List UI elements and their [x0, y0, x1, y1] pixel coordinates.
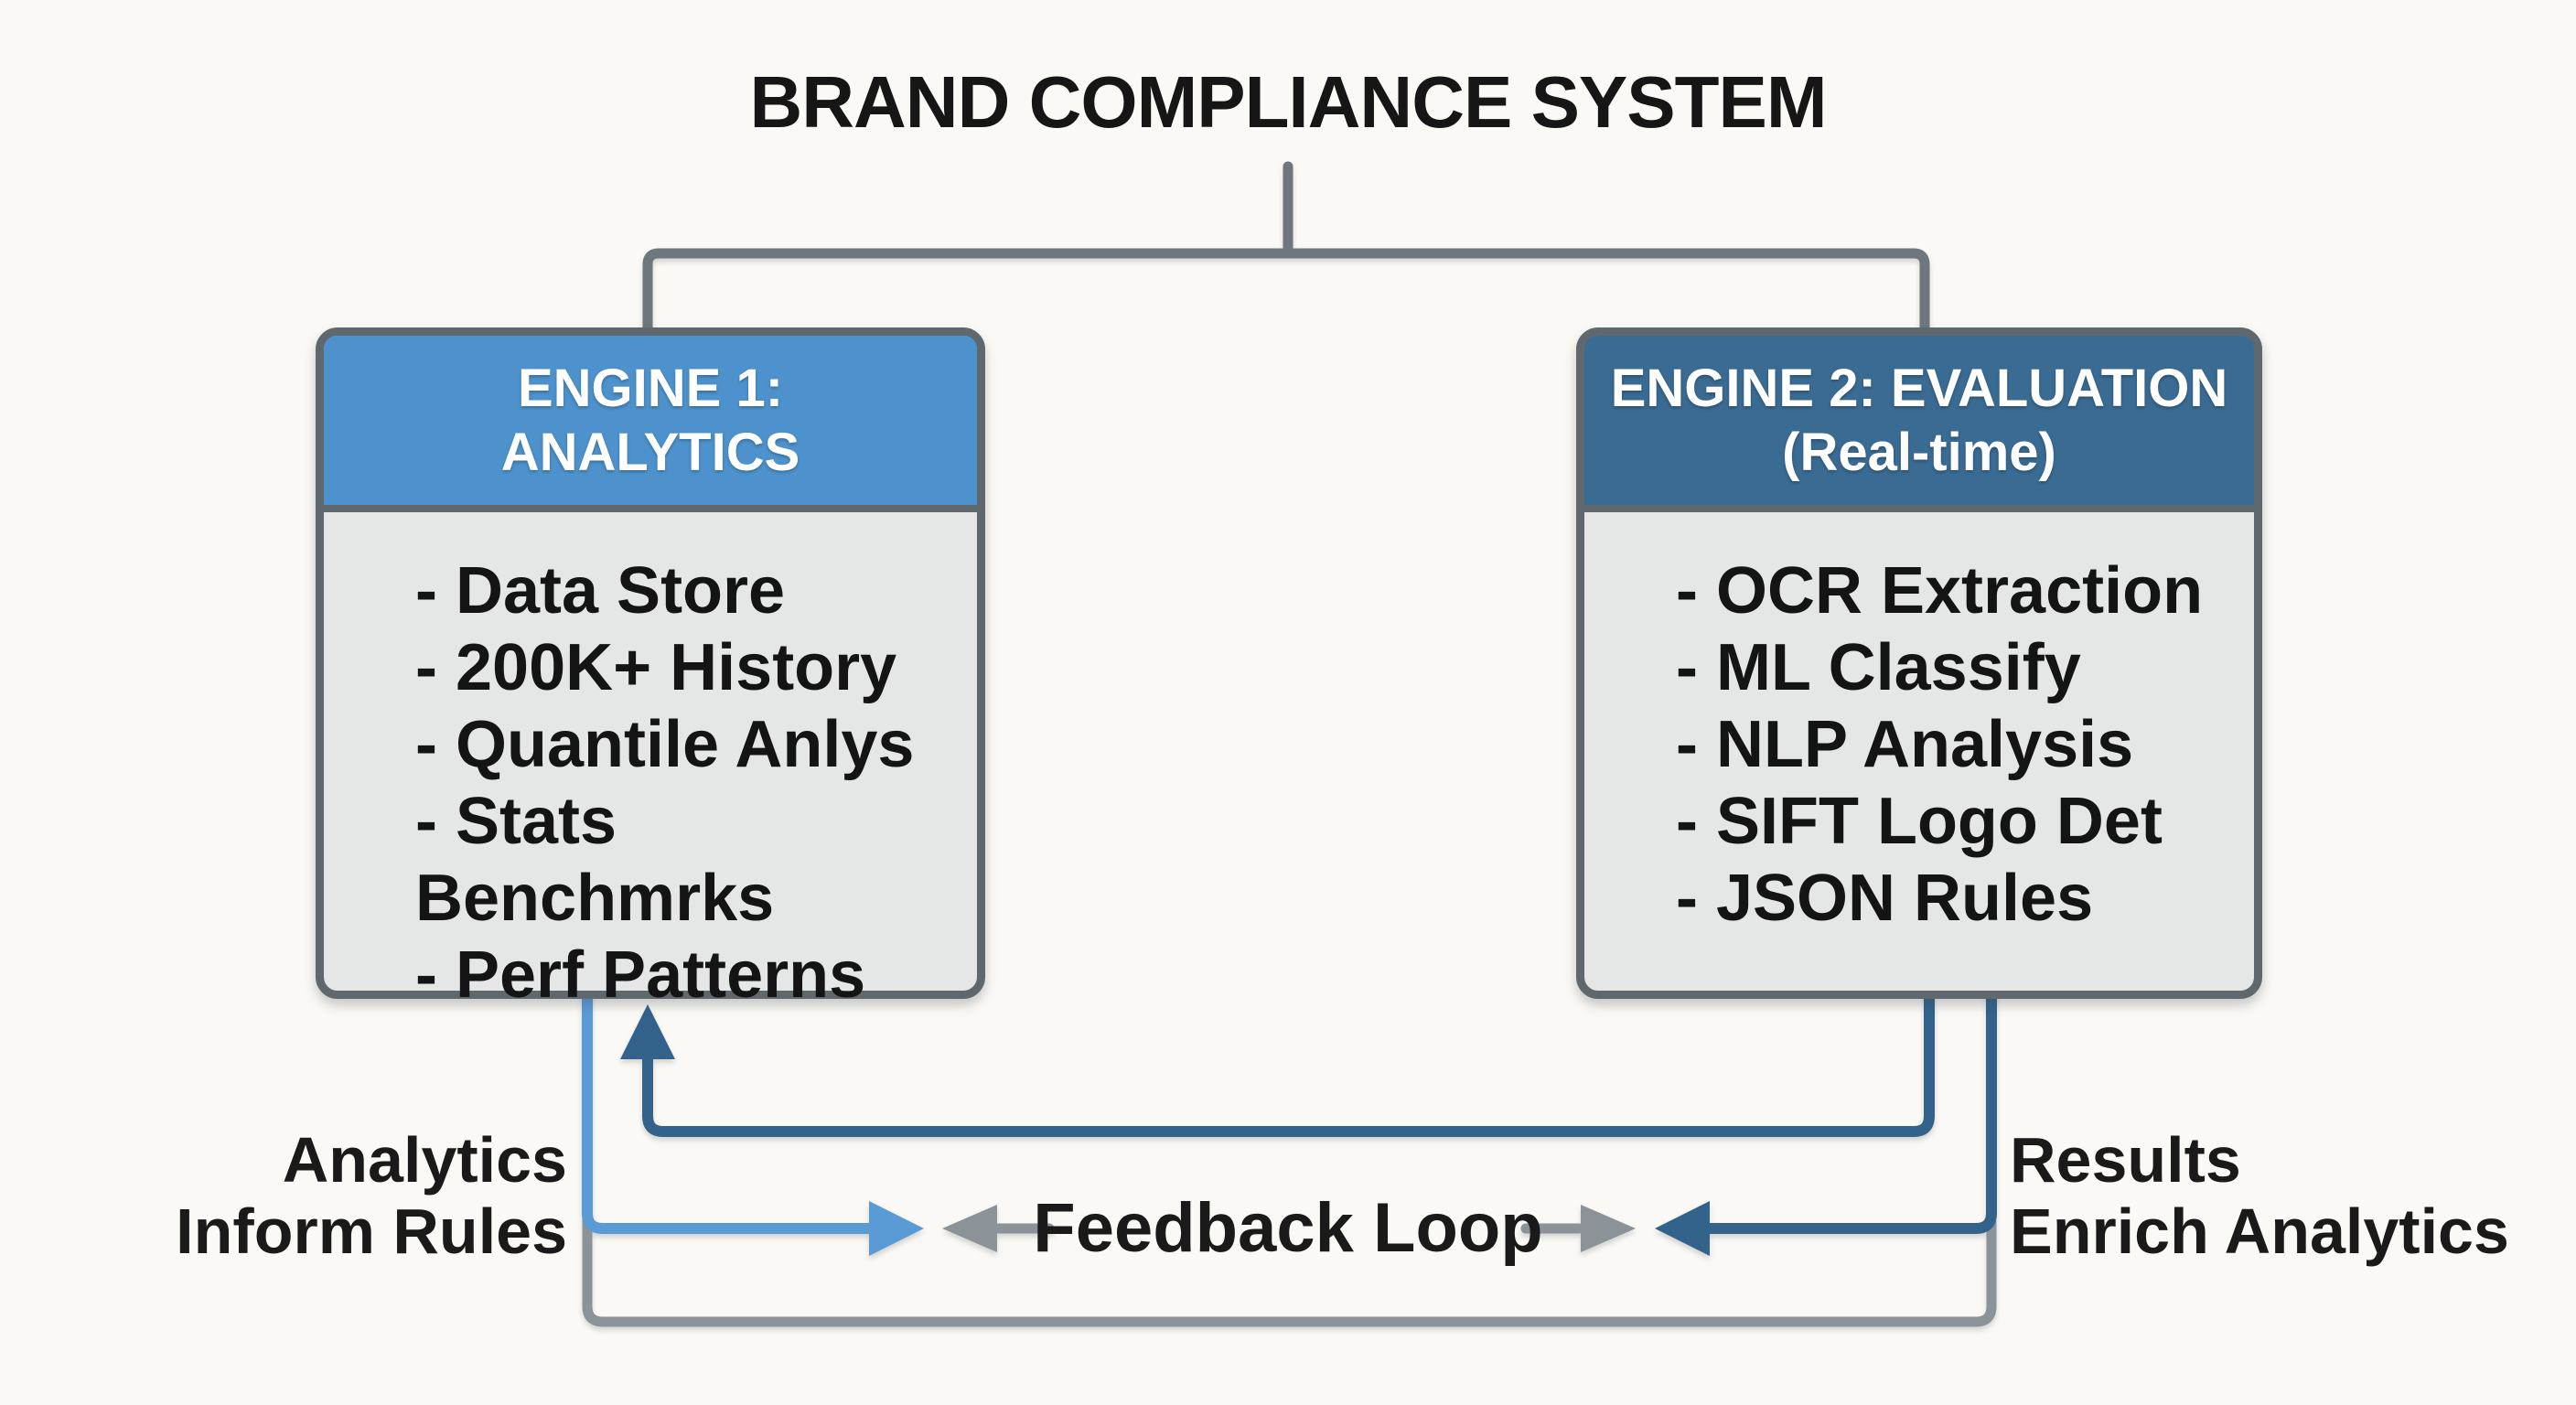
list-item: - ML Classify [1676, 631, 2081, 704]
feedback-loop-label: Feedback Loop [1033, 1189, 1543, 1267]
engine1-item-list: - Data Store - 200K+ History - Quantile … [324, 512, 977, 1014]
results-enrich-analytics-line [642, 990, 1935, 1137]
arrowhead-up-icon [620, 1004, 675, 1059]
right-loop-label-line1: Results [2010, 1124, 2241, 1196]
engine2-header: ENGINE 2: EVALUATION (Real-time) [1584, 336, 2254, 512]
left-loop-label-line2: Inform Rules [176, 1196, 567, 1267]
left-loop-label-line1: Analytics [282, 1124, 567, 1196]
list-item: - NLP Analysis [1676, 708, 2134, 781]
list-item: - OCR Extraction [1676, 554, 2204, 627]
engine2-header-line2: (Real-time) [1782, 422, 2056, 482]
left-loop-label: Analytics Inform Rules [176, 1124, 567, 1267]
engine1-header: ENGINE 1: ANALYTICS [324, 336, 977, 512]
engine2-box: ENGINE 2: EVALUATION (Real-time) - OCR E… [1576, 327, 2262, 999]
engine1-header-line1: ENGINE 1: [517, 358, 784, 418]
page-title: BRAND COMPLIANCE SYSTEM [749, 61, 1827, 143]
evaluation-feedback-line [1704, 990, 1997, 1234]
engine2-item-list: - OCR Extraction - ML Classify - NLP Ana… [1584, 512, 2254, 937]
tree-connector-branch [642, 248, 1930, 338]
feedback-left-arrow-icon [942, 1205, 1055, 1252]
outer-loop-line [582, 990, 1997, 1327]
right-loop-label-line2: Enrich Analytics [2010, 1196, 2509, 1267]
list-item: - JSON Rules [1676, 862, 2094, 935]
list-item: - SIFT Logo Det [1676, 785, 2163, 858]
engine2-header-line1: ENGINE 2: EVALUATION [1610, 358, 2228, 418]
engine1-box: ENGINE 1: ANALYTICS - Data Store - 200K+… [316, 327, 985, 1012]
list-item: - Perf Patterns [415, 938, 866, 1012]
list-item: - Data Store [415, 554, 786, 627]
arrowhead-right-icon [869, 1201, 924, 1256]
list-item: - Quantile Anlys [415, 708, 915, 781]
engine1-header-line2: ANALYTICS [500, 422, 800, 482]
evaluation-feedback-arrow [1655, 990, 1997, 1256]
feedback-right-arrow-icon [1520, 1205, 1636, 1252]
results-enrich-analytics-arrow [620, 990, 1935, 1137]
tree-connector [642, 161, 1930, 338]
list-item: - Stats Benchmrks [415, 785, 775, 935]
analytics-inform-rules-arrow [582, 990, 924, 1256]
analytics-inform-rules-line [582, 990, 876, 1234]
list-item: - 200K+ History [415, 631, 897, 704]
right-loop-label: Results Enrich Analytics [2010, 1124, 2509, 1267]
arrowhead-left-icon [1655, 1201, 1710, 1256]
